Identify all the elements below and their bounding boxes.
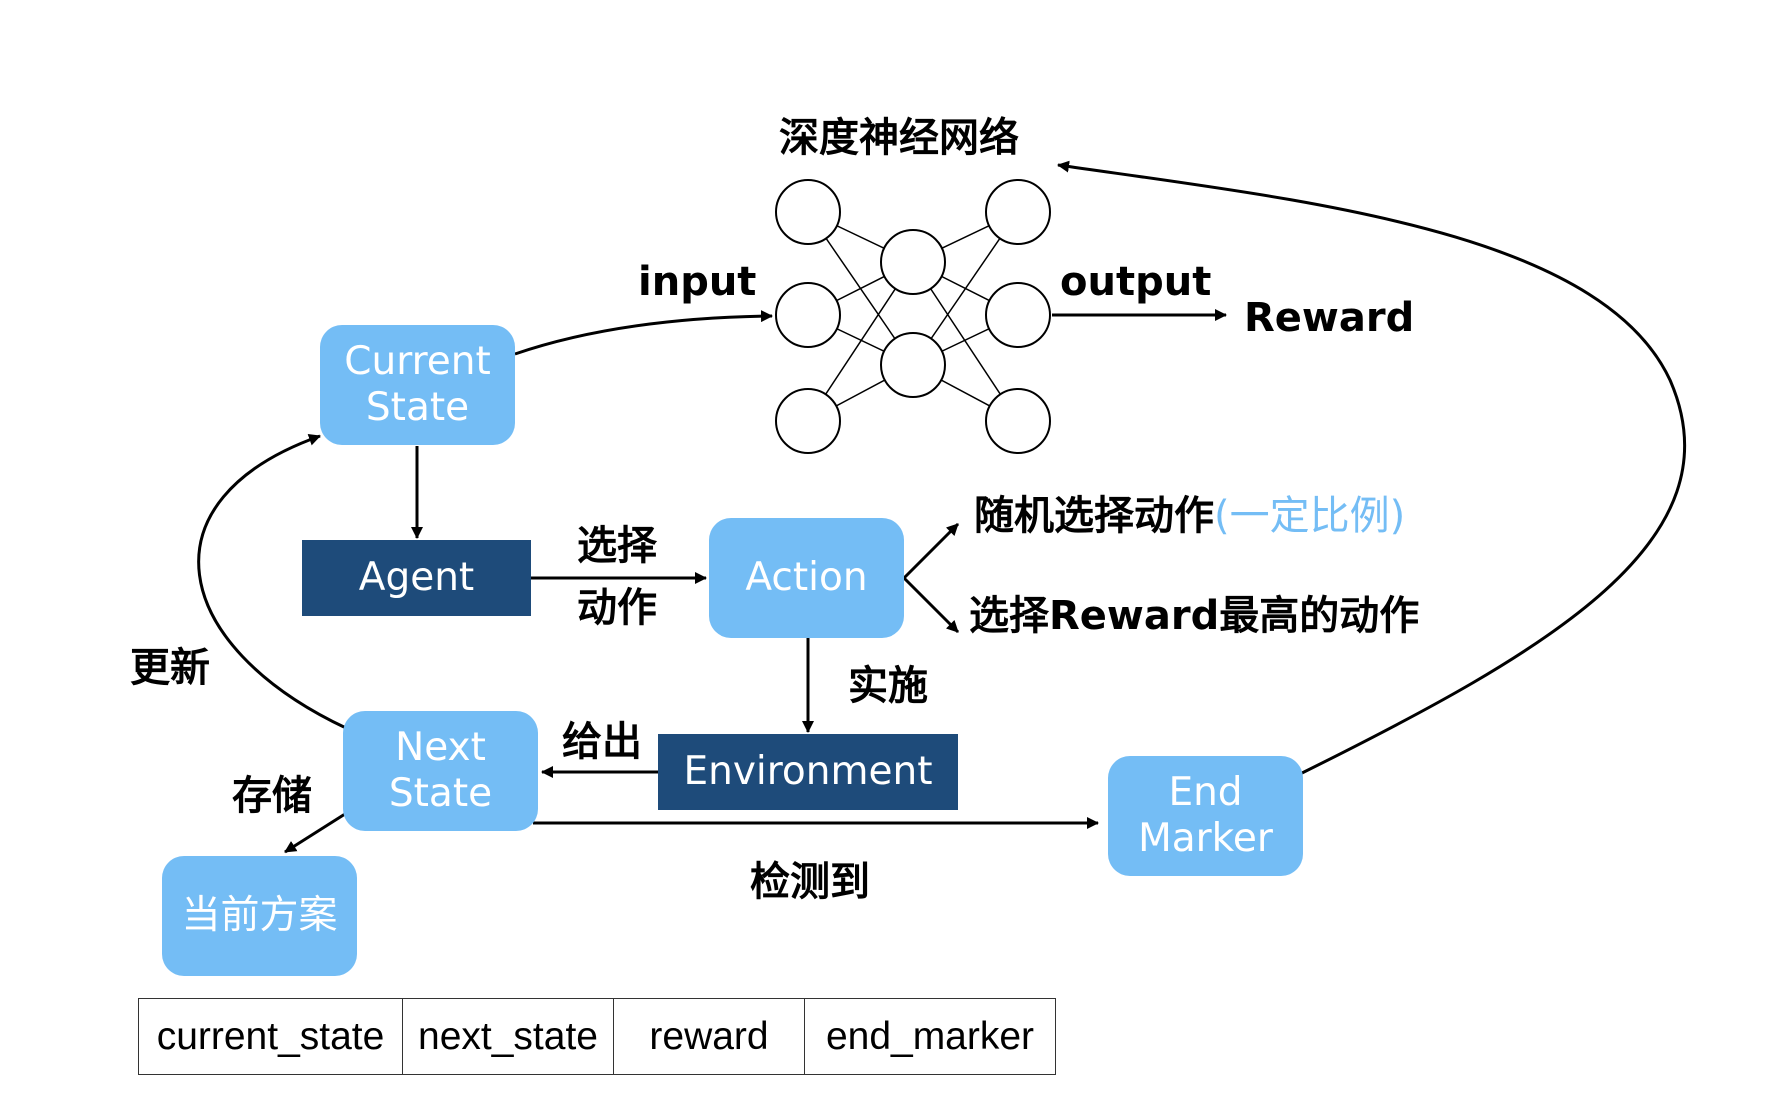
- network-nodes: [775, 179, 1051, 454]
- arrow-current-state-to-network: [514, 310, 773, 356]
- arrow-action-to-random: [902, 522, 960, 580]
- table-cell-end-marker: end_marker: [804, 998, 1056, 1075]
- current-plan-node: 当前方案: [162, 856, 357, 976]
- arrow-action-to-best: [902, 576, 960, 634]
- environment-node: Environment: [658, 734, 958, 810]
- end-marker-node: End Marker: [1108, 756, 1303, 876]
- implement-label: 实施: [848, 663, 928, 709]
- current-state-node: Current State: [320, 325, 515, 445]
- network-output-neuron: [985, 179, 1051, 245]
- table-cell-reward: reward: [613, 998, 805, 1075]
- network-hidden-neuron: [880, 332, 946, 398]
- random-action-text: 随机选择动作: [974, 493, 1214, 539]
- output-label: output: [1060, 259, 1212, 305]
- select-action-label-line1: 选择: [577, 523, 657, 569]
- network-input-neuron: [775, 388, 841, 454]
- network-output-neuron: [985, 388, 1051, 454]
- table-cell-next-state: next_state: [402, 998, 614, 1075]
- next-state-node: Next State: [343, 711, 538, 831]
- table-cell-current-state: current_state: [138, 998, 403, 1075]
- arrow-next-state-to-current-state: [197, 434, 347, 730]
- network-input-neuron: [775, 282, 841, 348]
- update-label: 更新: [130, 645, 210, 691]
- arrow-next-state-to-current-plan: [284, 812, 346, 854]
- detect-label: 检测到: [750, 859, 870, 905]
- action-node: Action: [709, 518, 904, 638]
- reward-label: Reward: [1244, 295, 1415, 341]
- random-action-option: 随机选择动作(一定比例): [974, 496, 1405, 536]
- memory-table: current_state next_state reward end_mark…: [138, 998, 1056, 1075]
- network-output-neuron: [985, 282, 1051, 348]
- input-label: input: [638, 259, 757, 305]
- give-label: 给出: [562, 719, 642, 765]
- select-action-label-line2: 动作: [577, 585, 657, 631]
- agent-node: Agent: [302, 540, 531, 616]
- network-hidden-neuron: [880, 229, 946, 295]
- table-row: current_state next_state reward end_mark…: [138, 998, 1056, 1075]
- best-action-option: 选择Reward最高的动作: [969, 593, 1420, 639]
- network-input-neuron: [775, 179, 841, 245]
- arrow-end-marker-to-network: [1057, 160, 1687, 776]
- network-title: 深度神经网络: [779, 115, 1019, 161]
- store-label: 存储: [232, 773, 312, 819]
- random-action-ratio: (一定比例): [1214, 493, 1406, 539]
